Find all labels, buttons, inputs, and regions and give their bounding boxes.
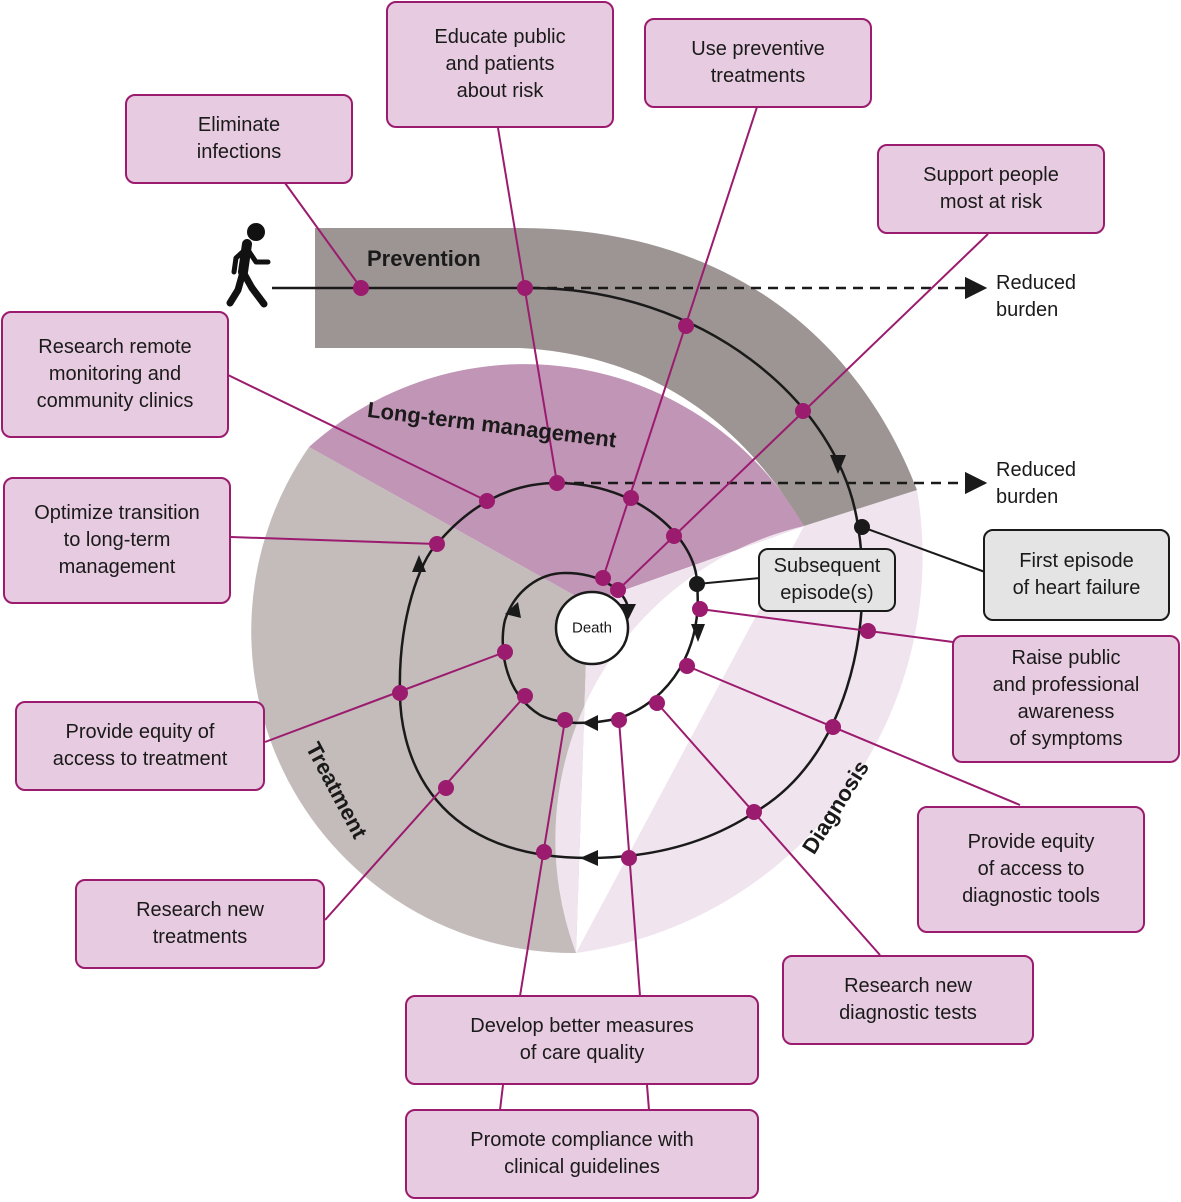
intervention-dot — [497, 644, 513, 660]
intervention-dot — [679, 658, 695, 674]
intervention-dot — [517, 280, 533, 296]
intervention-dot — [860, 623, 876, 639]
box-educate-public: Educate public and patients about risk — [386, 1, 614, 128]
intervention-dot — [623, 490, 639, 506]
intervention-dot — [610, 582, 626, 598]
death-circle — [554, 590, 630, 666]
box-care-quality: Develop better measures of care quality — [405, 995, 759, 1085]
intervention-dot — [746, 804, 762, 820]
box-optimize-transition: Optimize transition to long-term managem… — [3, 477, 231, 604]
box-raise-awareness: Raise public and professional awareness … — [952, 635, 1180, 763]
box-research-treatments: Research new treatments — [75, 879, 325, 969]
spiral-arrow — [582, 715, 598, 731]
treatment-sector — [251, 447, 588, 954]
reduced-burden-label: Reduced burden — [996, 272, 1077, 321]
spiral-arrow — [691, 624, 705, 642]
intervention-dot — [678, 318, 694, 334]
walking-person-icon — [226, 223, 271, 308]
phase-label-prevention: Prevention — [367, 246, 481, 271]
first-episode-connector — [861, 526, 986, 573]
prevention-band — [315, 228, 917, 526]
connector-equity-diagnostic — [686, 665, 1021, 806]
intervention-dot — [692, 601, 708, 617]
intervention-dot — [429, 536, 445, 552]
box-compliance: Promote compliance with clinical guideli… — [405, 1109, 759, 1199]
connector-educate-public — [497, 127, 558, 484]
spiral-arrow — [412, 555, 426, 572]
intervention-dot — [666, 528, 682, 544]
intervention-dot — [795, 403, 811, 419]
first-episode-box: First episode of heart failure — [983, 529, 1170, 621]
intervention-dot — [479, 493, 495, 509]
connector-research-treatments — [324, 695, 526, 921]
connector-optimize — [230, 536, 438, 545]
first-episode-dot — [854, 519, 870, 535]
connector-eliminate-infections — [284, 182, 362, 289]
intervention-dot — [438, 780, 454, 796]
intervention-dot — [557, 712, 573, 728]
reduced-burden-label: Reduced burden — [996, 459, 1077, 508]
intervention-dot — [611, 712, 627, 728]
box-equity-diagnostic: Provide equity of access to diagnostic t… — [917, 806, 1145, 933]
connector-equity-treatment — [264, 651, 506, 743]
connector-research-tests — [656, 702, 881, 956]
subsequent-episode-dot — [689, 576, 705, 592]
subsequent-episode-box: Subsequent episode(s) — [758, 548, 896, 612]
spiral-arrow — [830, 455, 846, 474]
box-eliminate-infections: Eliminate infections — [125, 94, 353, 184]
box-support-people: Support people most at risk — [877, 144, 1105, 234]
death-label: Death — [571, 619, 613, 637]
box-research-remote: Research remote monitoring and community… — [1, 311, 229, 438]
subsequent-episode-connector — [696, 577, 761, 585]
box-equity-treatment: Provide equity of access to treatment — [15, 701, 265, 791]
box-research-tests: Research new diagnostic tests — [782, 955, 1034, 1045]
intervention-dot — [595, 570, 611, 586]
spiral-arrow — [620, 604, 636, 620]
intervention-dot — [649, 695, 665, 711]
box-preventive-treatments: Use preventive treatments — [644, 18, 872, 108]
intervention-dot — [825, 719, 841, 735]
intervention-dot — [621, 850, 637, 866]
connector-compliance-2 — [646, 1084, 650, 1111]
intervention-dot — [392, 685, 408, 701]
connector-raise-awareness — [699, 608, 954, 643]
connector-compliance-1 — [499, 1084, 504, 1111]
intervention-dot — [549, 475, 565, 491]
spiral-arrow — [580, 850, 598, 866]
intervention-dot — [536, 844, 552, 860]
connector-research-remote — [227, 374, 488, 502]
intervention-dot — [517, 688, 533, 704]
intervention-dot — [353, 280, 369, 296]
spiral-arrow — [505, 602, 521, 618]
